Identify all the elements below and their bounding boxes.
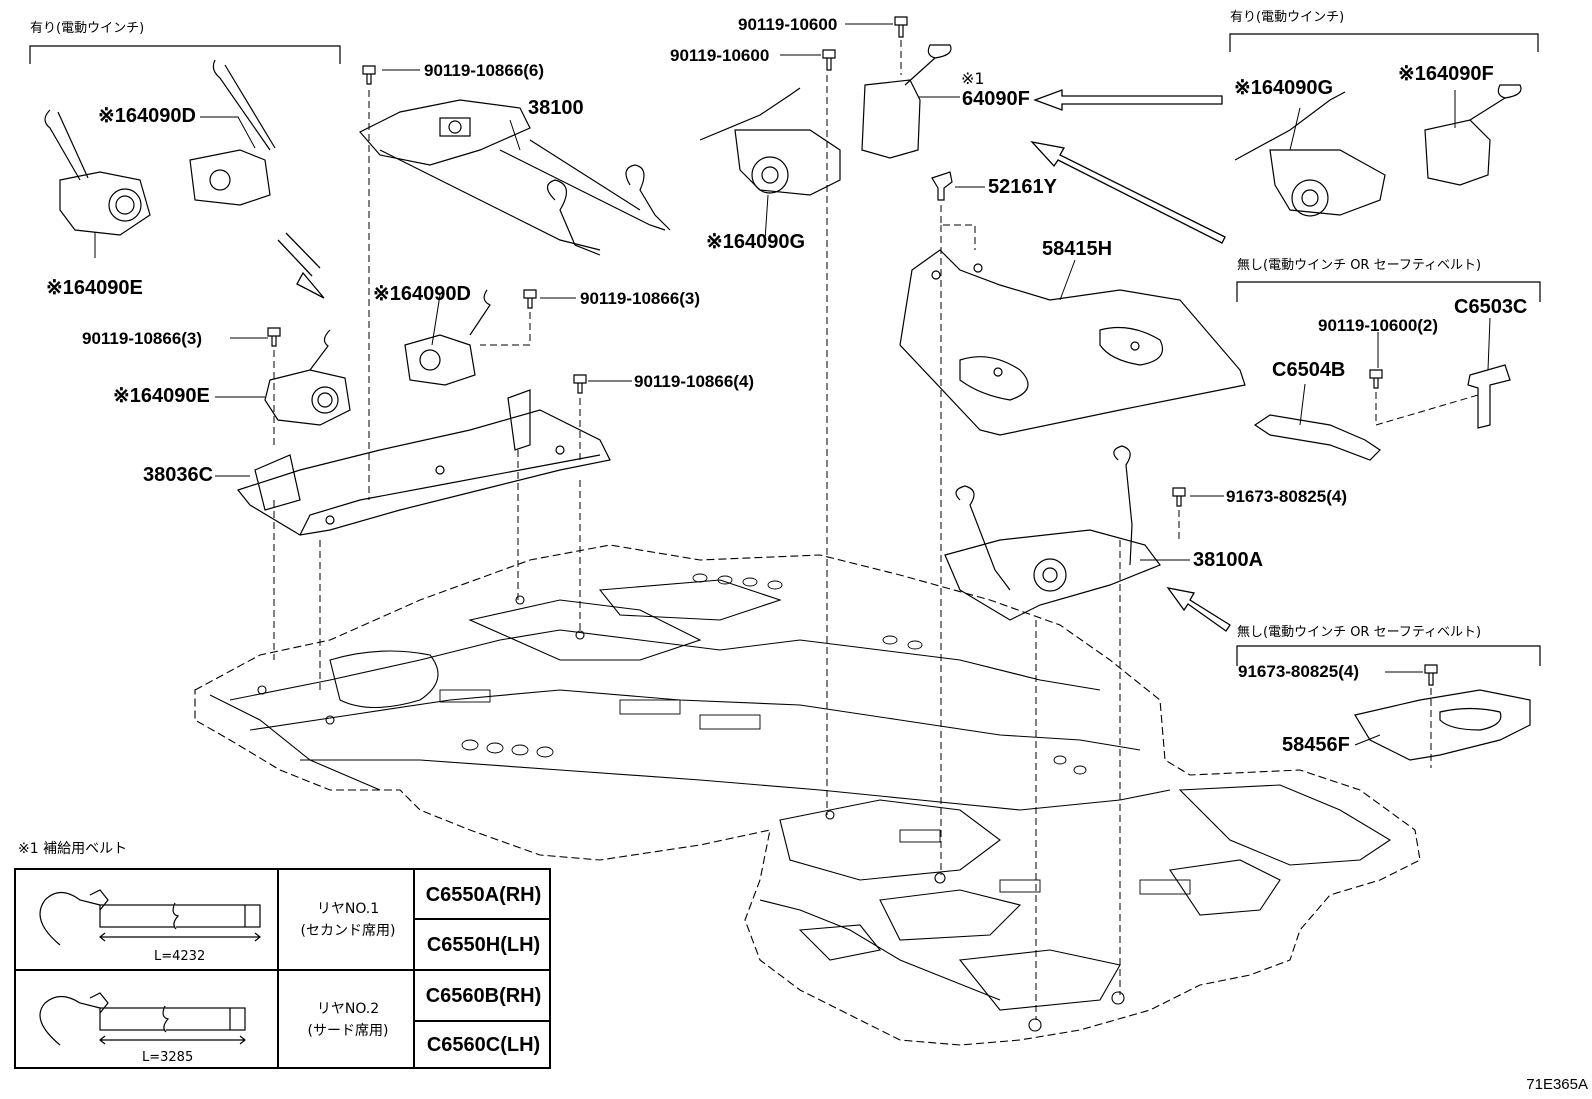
callout-64090D-mid: ※164090D [373,283,471,305]
note-without-winch-1: 無し(電動ウインチ OR セーフティベルト) [1237,258,1482,273]
callout-90119-10866-4: 90119-10866(4) [634,372,755,391]
bracket-without-winch-1 [1236,281,1541,302]
callout-90119-10866-6: 90119-10866(6) [424,61,545,80]
arrow-up-left-lower [1166,587,1231,632]
table-title: ※1 補給用ベルト [18,841,128,857]
belt-part-row1-rh: C6550A(RH) [425,883,542,906]
callout-64090F-center-mark: ※1 [961,69,985,88]
frame-38100-illustration [359,99,671,256]
direction-arrows [277,89,1231,632]
arrow-diagonal-up-left [1030,141,1226,244]
note-with-winch-left: 有り(電動ウインチ) [30,21,145,36]
belt-length-row1: L=4232 [154,949,206,964]
callout-64090F-center: 64090F [962,88,1030,110]
winch-64090E-mid-illustration [264,329,351,426]
callout-64090G-right: ※164090G [1234,77,1334,99]
callout-64090D-top: ※164090D [98,105,196,127]
belt-illustrations [14,868,551,1069]
belt-desc-row2-line2: (サード席用) [307,1023,389,1039]
belt-desc-row2: リヤNO.2 (サード席用) [280,971,416,1069]
bracket-38036C-illustration [236,389,611,536]
callout-90119-10600-b: 90119-10600 [670,46,770,65]
drawing-code: 71E365A [1526,1076,1588,1093]
pad-C6503C-illustration [1467,364,1511,429]
callout-64090F-right: ※164090F [1398,63,1494,85]
callout-38100A: 38100A [1193,549,1264,571]
arrow-left-top [1033,89,1223,111]
leader-lines [94,23,1491,746]
belt-part-row2-lh: C6560C(LH) [426,1034,541,1056]
callout-64090G-center: ※164090G [706,231,806,253]
winch-64090F-right-illustration [1424,84,1522,186]
bracket-with-winch-right [1229,33,1539,52]
winch-64090E-top-illustration [44,109,151,236]
callout-52161Y: 52161Y [988,176,1057,198]
callout-90119-10866-3-a: 90119-10866(3) [580,289,701,308]
callout-C6503C: C6503C [1454,296,1528,318]
alignment-lines [273,40,1479,1020]
callout-90119-10866-3-b: 90119-10866(3) [82,329,203,348]
note-with-winch-right: 有り(電動ウインチ) [1230,10,1345,25]
callout-58456F: 58456F [1282,734,1350,756]
clip-52161Y-illustration [931,171,953,201]
callout-58415H: 58415H [1042,238,1113,260]
belt-table: L=4232 L=3285 リヤNO.1 (セカンド席用) リヤNO.2 (サー… [14,868,551,1069]
callout-91673-80825-4-b: 91673-80825(4) [1238,662,1359,681]
belt-desc-row1: リヤNO.1 (セカンド席用) [280,870,416,970]
callout-64090E-top: ※164090E [46,277,143,299]
callout-64090E-mid: ※164090E [113,385,210,407]
callout-38036C: 38036C [143,464,214,486]
note-without-winch-2: 無し(電動ウインチ OR セーフティベルト) [1237,625,1482,640]
arrow-down-right-left [277,232,325,299]
bolts [267,16,1438,686]
winch-64090G-right-illustration [1234,91,1386,217]
winch-64090D-top-illustration [189,59,276,206]
belt-desc-row1-line1: リヤNO.1 [316,900,380,917]
winch-64090G-center-illustration [699,87,841,196]
bracket-with-winch-left [29,45,341,64]
belt-length-row2: L=3285 [142,1050,194,1065]
belt-desc-row2-line1: リヤNO.2 [316,1000,380,1017]
bracket-C6504B-illustration [1253,414,1381,461]
bracket-without-winch-2 [1236,645,1541,666]
winch-64090F-center-illustration [861,44,952,159]
belt-part-row2-rh: C6560B(RH) [425,984,542,1007]
frame-38100A-illustration [944,445,1161,621]
belt-desc-row1-line2: (セカンド席用) [300,923,396,939]
callout-90119-10600-2: 90119-10600(2) [1318,316,1439,335]
belt-part-row1-lh: C6550H(LH) [426,934,541,956]
callout-91673-80825-4-a: 91673-80825(4) [1226,487,1347,506]
floor-pan [194,544,1421,1046]
cover-58415H-illustration [899,249,1246,436]
callout-90119-10600-a: 90119-10600 [738,15,838,34]
callout-38100: 38100 [528,97,584,119]
callout-C6504B: C6504B [1272,359,1346,381]
winch-64090D-mid-illustration [404,289,491,386]
plate-58456F-illustration [1354,689,1531,761]
